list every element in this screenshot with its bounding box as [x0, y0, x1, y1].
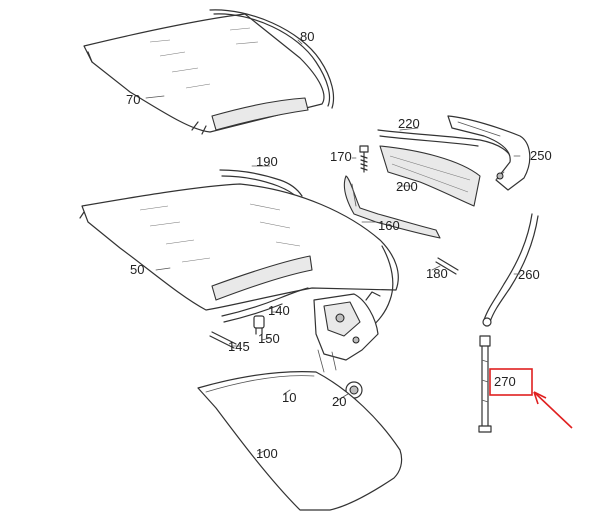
part-80-seal-strip — [209, 9, 335, 109]
label-260: 260 — [518, 267, 540, 282]
label-180: 180 — [426, 266, 448, 281]
part-170-bolt — [359, 145, 369, 173]
part-100-cover-panel — [197, 371, 403, 511]
part-70-roof-panel — [83, 13, 325, 135]
label-140: 140 — [268, 303, 290, 318]
label-200: 200 — [396, 179, 418, 194]
part-150-clip — [253, 315, 265, 335]
highlight-box — [489, 368, 533, 396]
label-10: 10 — [282, 390, 296, 405]
part-160-guide-rail — [343, 175, 441, 239]
highlight-arrowhead — [533, 391, 547, 405]
label-250: 250 — [530, 148, 552, 163]
part-270-support-rod — [478, 335, 492, 433]
label-80: 80 — [300, 29, 314, 44]
label-190: 190 — [256, 154, 278, 169]
label-100: 100 — [256, 446, 278, 461]
label-150: 150 — [258, 331, 280, 346]
label-270: 270 — [494, 374, 516, 389]
part-labels: 80 70 220 170 190 250 200 160 50 260 180… — [126, 29, 552, 461]
part-50-roof-panel — [79, 183, 399, 331]
label-145: 145 — [228, 339, 250, 354]
part-20-nut — [345, 381, 363, 399]
label-160: 160 — [378, 218, 400, 233]
leader-lines — [145, 39, 521, 455]
latch-mechanism — [313, 291, 381, 373]
part-250-hinge-bracket — [447, 115, 531, 191]
part-260-hydraulic-line — [482, 213, 539, 327]
label-50: 50 — [130, 262, 144, 277]
part-220-trim-strip — [377, 129, 513, 161]
label-170: 170 — [330, 149, 352, 164]
part-140-strip — [221, 287, 309, 323]
highlight-arrow — [533, 391, 573, 429]
label-220: 220 — [398, 116, 420, 131]
label-70: 70 — [126, 92, 140, 107]
part-200-side-panel — [379, 145, 481, 207]
part-145-pin — [209, 331, 237, 349]
highlight-270 — [489, 368, 573, 429]
label-20: 20 — [332, 394, 346, 409]
part-180-pin — [435, 257, 459, 275]
